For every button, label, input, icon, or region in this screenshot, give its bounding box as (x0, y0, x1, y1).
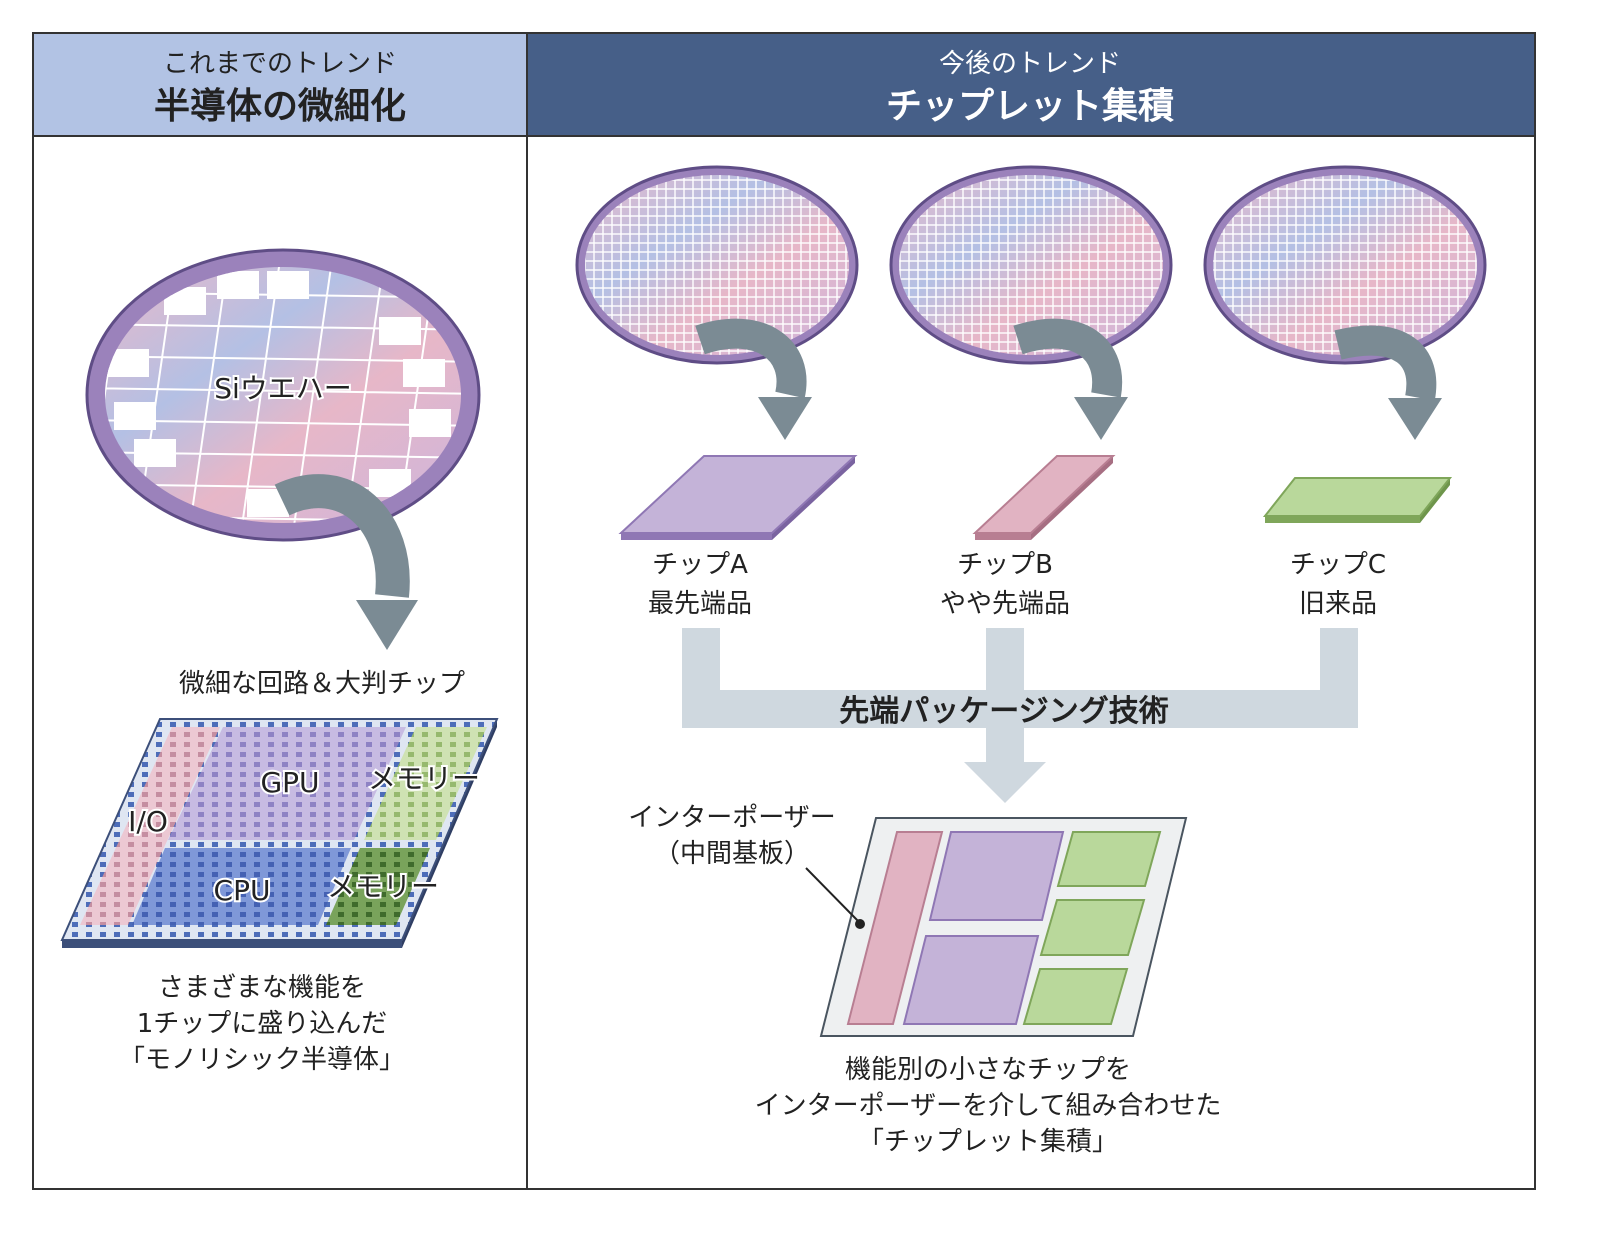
interposer-chip-a-top (928, 831, 1065, 921)
memory-bottom-block (326, 848, 430, 925)
si-wafer: Siウエハー (85, 248, 481, 542)
chip-caption: 微細な回路＆大判チップ (179, 669, 465, 699)
left-footer-line-2: 1チップに盛り込んだ (137, 1009, 388, 1039)
left-footer: さまざまな機能を 1チップに盛り込んだ 「モノリシック半導体」 (119, 973, 405, 1075)
right-header-sub: 今後のトレンド (939, 49, 1121, 79)
packaging-flow: 先端パッケージング技術 (682, 628, 1358, 803)
left-footer-line-1: さまざまな機能を (158, 973, 366, 1003)
interposer-chip-a-bottom (902, 935, 1040, 1025)
left-header-sub: これまでのトレンド (163, 49, 397, 79)
right-footer-line-1: 機能別の小さなチップを (845, 1055, 1131, 1085)
monolithic-chip: I/O GPU メモリー CPU メモリー (60, 718, 499, 948)
chip-b-name: チップB (957, 550, 1053, 580)
chip-a-grade: 最先端品 (648, 589, 752, 619)
interposer-chip-c-2 (1039, 899, 1146, 956)
right-footer: 機能別の小さなチップを インターポーザーを介して組み合わせた 「チップレット集積… (755, 1055, 1222, 1157)
left-panel: これまでのトレンド 半導体の微細化 Siウエハー (33, 34, 527, 1075)
right-footer-line-2: インターポーザーを介して組み合わせた (755, 1091, 1222, 1121)
wafer-b (889, 165, 1173, 365)
wafer-a (575, 165, 859, 365)
left-header-bg (34, 34, 526, 136)
gpu-label: GPU (260, 766, 319, 799)
memory-top-label: メモリー (368, 762, 480, 795)
outer-frame (32, 32, 1536, 1190)
chip-b-grade: やや先端品 (940, 589, 1070, 619)
interposer-label-1: インターポーザー (628, 803, 835, 833)
gpu-block (168, 727, 406, 840)
curved-arrow-c (1334, 325, 1442, 440)
right-header-bg (528, 34, 1534, 136)
right-footer-line-3: 「チップレット集積」 (858, 1127, 1118, 1157)
chip-a-shape (618, 455, 858, 540)
interposer-chip-c-3 (1022, 968, 1129, 1025)
interposer-leader-line (805, 867, 861, 924)
cpu-label: CPU (214, 874, 271, 907)
interposer-label-2: （中間基板） (654, 839, 810, 869)
chip-b-shape (972, 455, 1116, 540)
curved-arrow-a (695, 318, 812, 440)
curved-arrow-left (274, 474, 418, 650)
wafer-c (1203, 165, 1487, 365)
cpu-block (132, 848, 351, 925)
interposer-chip-b (846, 831, 944, 1025)
memory-bottom-label: メモリー (327, 870, 439, 903)
packaging-label: 先端パッケージング技術 (839, 694, 1168, 729)
interposer (819, 817, 1188, 1037)
wafer-label: Siウエハー (214, 372, 352, 405)
chip-c-name: チップC (1290, 550, 1386, 580)
left-footer-line-3: 「モノリシック半導体」 (119, 1045, 405, 1075)
memory-top-block (364, 727, 487, 840)
interposer-leader-dot (855, 919, 865, 929)
interposer-chip-c-1 (1056, 831, 1162, 887)
left-header-title: 半導体の微細化 (154, 86, 406, 127)
io-label: I/O (128, 805, 168, 838)
chip-a-name: チップA (652, 550, 748, 580)
chip-c-shape (1262, 477, 1453, 523)
chip-c-grade: 旧来品 (1299, 589, 1377, 619)
right-panel: 今後のトレンド チップレット集積 (527, 34, 1535, 1157)
curved-arrow-b (1013, 318, 1128, 440)
right-header-title: チップレット集積 (886, 86, 1174, 127)
io-block (80, 727, 220, 925)
